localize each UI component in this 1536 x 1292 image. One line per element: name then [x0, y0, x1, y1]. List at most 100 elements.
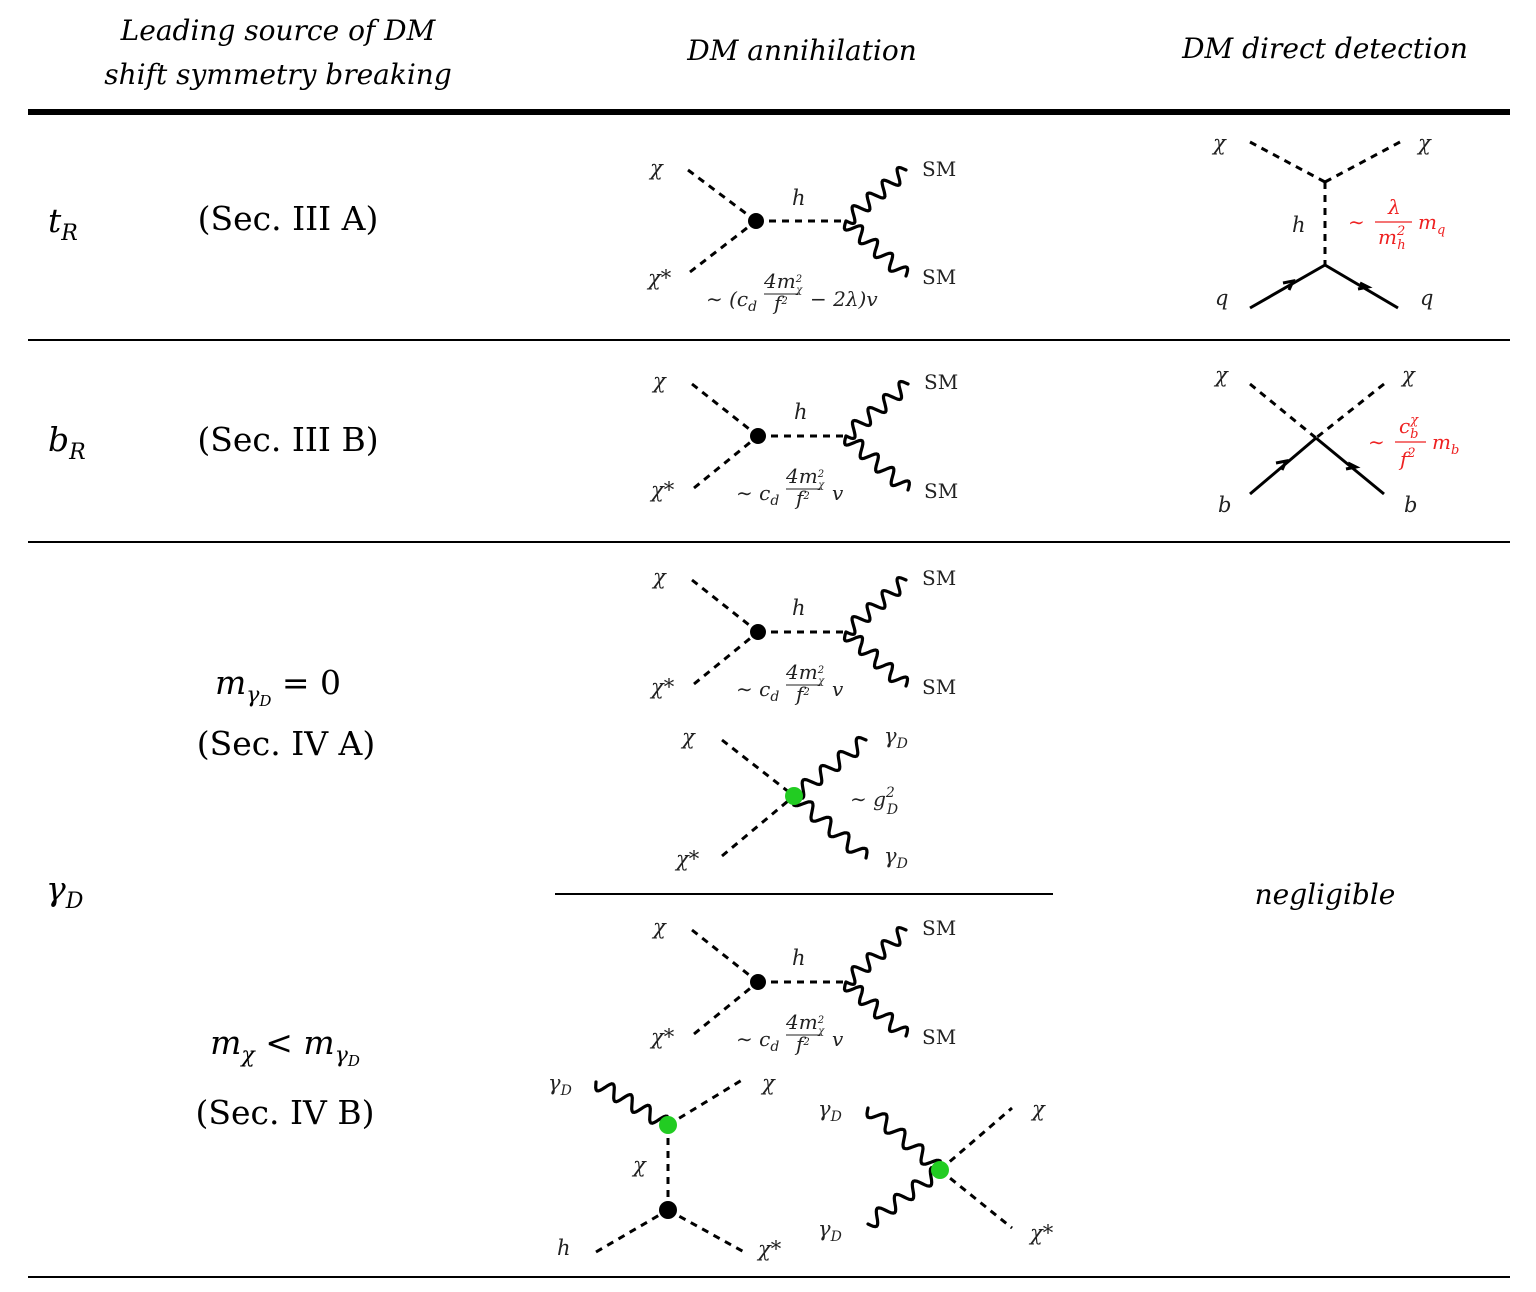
svg-text:γD: γD [818, 1217, 842, 1245]
svg-text:χ: χ [648, 156, 664, 180]
svg-text:SM: SM [922, 675, 956, 699]
svg-text:f2: f2 [794, 486, 810, 510]
higgs-vertex [750, 624, 766, 640]
dark-photon-vertex [931, 1161, 949, 1179]
svg-text:χ: χ [631, 1153, 647, 1177]
svg-text:h: h [792, 186, 806, 210]
svg-text:f2: f2 [1398, 446, 1416, 471]
svg-text:b: b [1218, 493, 1231, 517]
svg-text:v: v [832, 1027, 844, 1051]
direct-detection-negligible: negligible [1255, 878, 1396, 911]
header-col3: DM direct detection [1181, 32, 1468, 65]
svg-text:− 2λ)v: − 2λ)v [810, 287, 878, 311]
higgs-vertex [750, 428, 766, 444]
svg-text:SM: SM [924, 479, 958, 503]
svg-text:f2: f2 [772, 291, 788, 315]
svg-text:bR: bR [48, 420, 86, 465]
higgs-vertex [748, 213, 764, 229]
svg-text:f2: f2 [794, 682, 810, 706]
row-label-gammaD: γD [46, 869, 84, 914]
svg-text:χ: χ [651, 369, 667, 393]
header-col2: DM annihilation [686, 34, 916, 67]
section-caseA: (Sec. IV A) [197, 724, 376, 763]
photon-line [842, 980, 910, 1038]
svg-text:f2: f2 [794, 1032, 810, 1056]
svg-text:q: q [1420, 286, 1433, 310]
svg-text:χ*: χ* [649, 1025, 675, 1049]
table-header: Leading source of DM shift symmetry brea… [104, 14, 1468, 91]
svg-text:h: h [1292, 213, 1306, 237]
svg-text:mγD = 0: mγD = 0 [215, 663, 341, 710]
svg-text:∼: ∼ [1368, 430, 1385, 454]
svg-text:χ: χ [1400, 363, 1416, 387]
svg-text:mχ < mγD: mχ < mγD [210, 1023, 360, 1070]
svg-text:χ: χ [1213, 363, 1229, 387]
svg-text:q: q [1215, 286, 1228, 310]
svg-text:γD: γD [884, 724, 908, 752]
photon-line [844, 379, 910, 441]
diagram-caseB-tchannel: γD χ χ h χ* [548, 1071, 782, 1261]
higgs-vertex [750, 974, 766, 990]
svg-text:m2h: m2h [1378, 224, 1406, 253]
case-A-label: mγD = 0 (Sec. IV A) [197, 663, 376, 763]
photon-line [844, 165, 908, 226]
svg-text:tR: tR [48, 201, 78, 246]
svg-text:γD: γD [46, 869, 84, 914]
svg-text:χ: χ [760, 1071, 776, 1095]
svg-text:h: h [557, 1236, 571, 1260]
photon-line [594, 1080, 670, 1127]
header-col1-line2: shift symmetry breaking [104, 58, 452, 91]
svg-text:γD: γD [548, 1071, 572, 1099]
photon-line [843, 434, 911, 492]
svg-text:∼: ∼ [1348, 210, 1365, 234]
svg-text:χ: χ [1030, 1097, 1046, 1121]
case-B-label: mχ < mγD (Sec. IV B) [196, 1023, 375, 1132]
section-bR: (Sec. III B) [197, 420, 378, 459]
svg-text:λ: λ [1387, 195, 1401, 219]
svg-text:SM: SM [922, 265, 956, 289]
svg-text:∼ cd: ∼ cd [736, 677, 779, 705]
photon-line [791, 794, 869, 860]
photon-line [865, 1106, 943, 1172]
photon-line [866, 1165, 942, 1229]
svg-text:SM: SM [922, 1025, 956, 1049]
section-caseB: (Sec. IV B) [196, 1093, 375, 1132]
svg-text:h: h [794, 400, 808, 424]
svg-text:SM: SM [922, 566, 956, 590]
svg-text:χ: χ [651, 915, 667, 939]
svg-text:mb: mb [1432, 430, 1459, 458]
photon-line [844, 925, 908, 987]
svg-text:cχb: cχb [1399, 413, 1419, 442]
svg-text:χ: χ [651, 565, 667, 589]
svg-text:v: v [832, 677, 844, 701]
svg-text:h: h [792, 946, 806, 970]
svg-text:∼ cd: ∼ cd [736, 481, 779, 509]
svg-text:∼ (cd: ∼ (cd [706, 287, 757, 315]
photon-line [842, 630, 910, 688]
dark-photon-vertex [785, 787, 803, 805]
svg-text:χ*: χ* [1028, 1221, 1054, 1245]
svg-text:χ*: χ* [756, 1237, 782, 1261]
section-tR: (Sec. III A) [198, 199, 379, 238]
row-label-bR: bR (Sec. III B) [48, 420, 379, 465]
svg-text:χ: χ [1211, 131, 1227, 155]
diagram-caseB-contact: γD γD χ χ* [818, 1097, 1054, 1245]
svg-text:γD: γD [818, 1097, 842, 1125]
svg-text:SM: SM [922, 916, 956, 940]
svg-text:χ: χ [1416, 131, 1432, 155]
svg-text:χ*: χ* [649, 478, 675, 502]
